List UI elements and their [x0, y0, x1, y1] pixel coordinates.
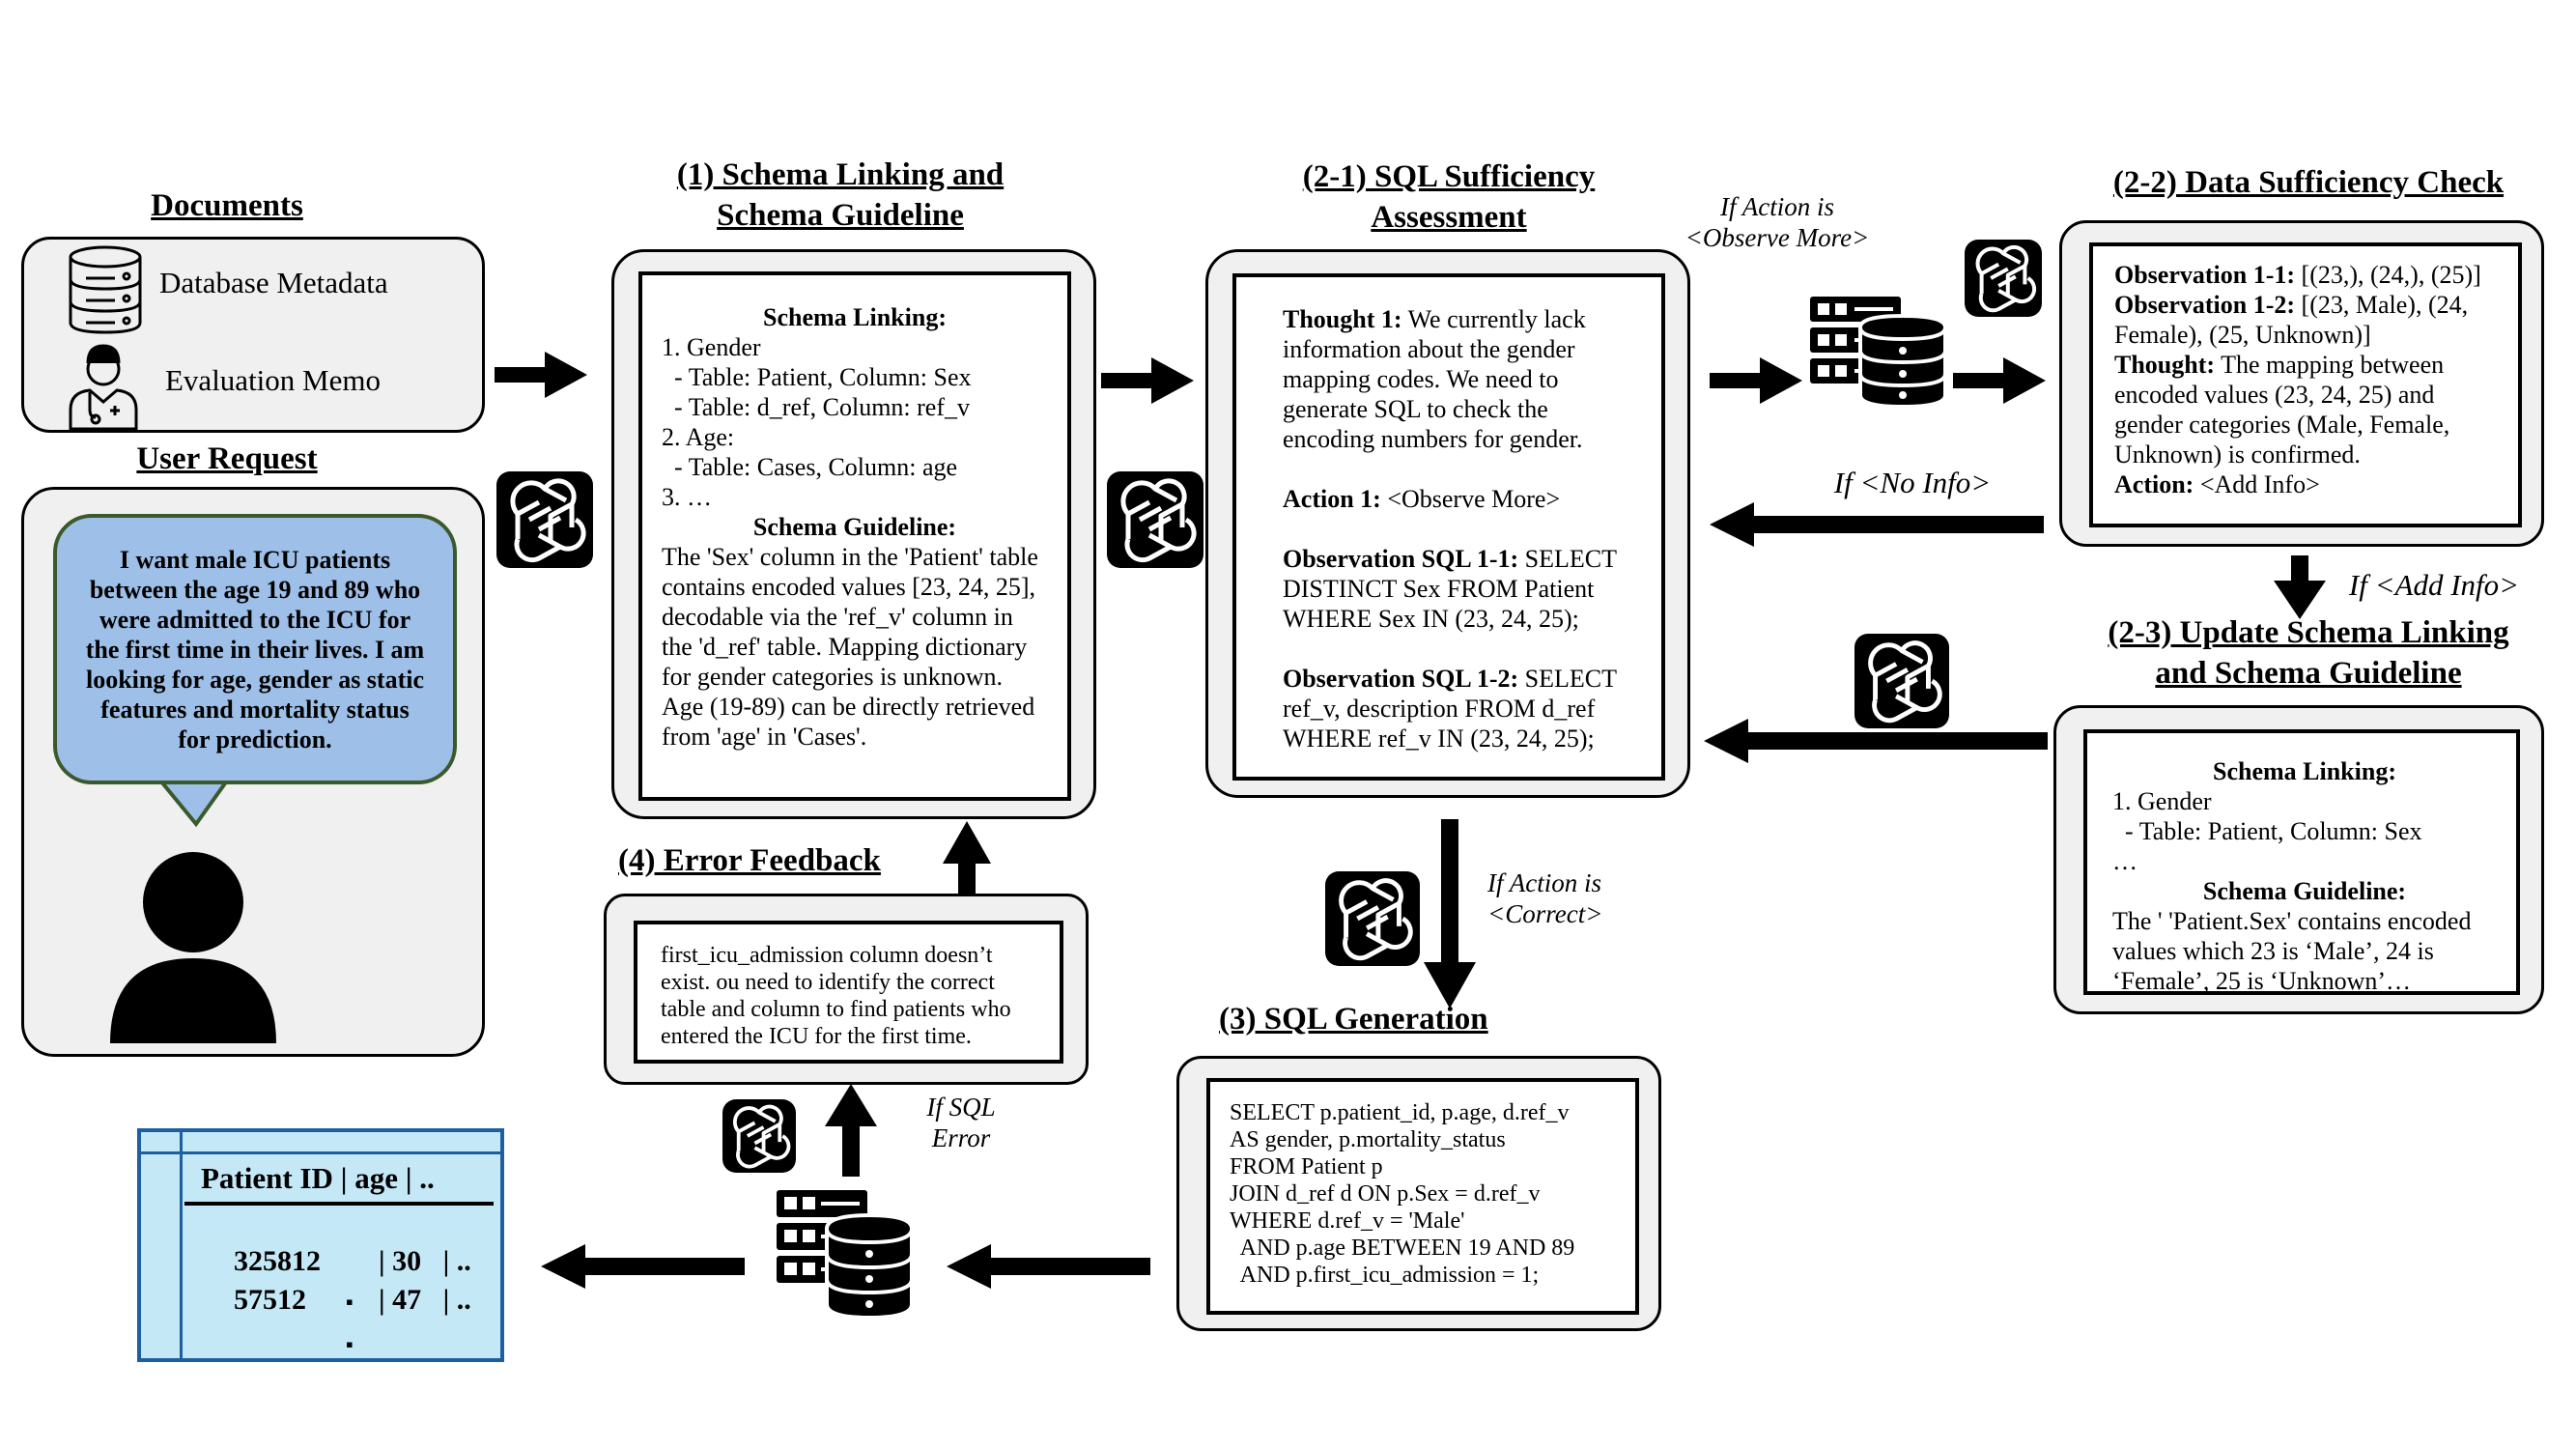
update-panel: Schema Linking: 1. Gender - Table: Patie…	[2053, 705, 2544, 1014]
sufficiency-box: Thought 1: We currently lack information…	[1232, 273, 1665, 781]
add-info-label: If <Add Info>	[2348, 568, 2520, 602]
guideline-text: The ' 'Patient.Sex' contains encoded val…	[2112, 907, 2472, 995]
openai-logo-icon	[1325, 871, 1420, 966]
guideline-heading: Schema Guideline:	[2202, 877, 2407, 905]
sql-line: SELECT p.patient_id, p.age, d.ref_v	[1230, 1100, 1570, 1125]
no-info-label: If <No Info>	[1833, 466, 1992, 499]
documents-title: Documents	[151, 188, 303, 223]
row-id: 325812	[234, 1245, 321, 1277]
arrow-db-to-error	[825, 1084, 877, 1177]
update-title: (2-3) Update Schema Linking and Schema G…	[2108, 615, 2509, 691]
schema-linking-box: Schema Linking: 1. Gender - Table: Patie…	[638, 271, 1071, 801]
result-table: Patient ID | age | .. 325812 | 30 | .. 57…	[137, 1128, 504, 1362]
person-icon	[110, 852, 276, 1043]
linking-heading: Schema Linking:	[763, 303, 947, 331]
linking-line: - Table: Patient, Column: Sex	[662, 363, 972, 391]
sql-line: FROM Patient p	[1230, 1154, 1383, 1179]
sql-line: WHERE d.ref_v = 'Male'	[1230, 1208, 1465, 1234]
user-request-title: User Request	[136, 441, 318, 476]
action-entry: Action: <Add Info>	[2114, 470, 2320, 498]
server-database-icon	[777, 1190, 914, 1321]
database-metadata-label: Database Metadata	[159, 266, 388, 299]
request-text: I want male ICU patients between the age…	[85, 545, 425, 753]
error-feedback-text: first_icu_admission column doesn’t exist…	[661, 943, 1011, 1049]
arrow-documents-to-linking	[495, 352, 587, 398]
linking-line: 1. Gender	[662, 333, 761, 361]
doctor-icon	[69, 344, 138, 431]
error-feedback-box: first_icu_admission column doesn’t exist…	[634, 921, 1063, 1064]
thought-entry: Thought 1: We currently lack information…	[1283, 305, 1586, 453]
sql-line: AS gender, p.mortality_status	[1230, 1127, 1506, 1152]
sufficiency-panel: Thought 1: We currently lack information…	[1205, 249, 1690, 798]
arrow-update-to-sufficiency	[1704, 719, 2048, 763]
schema-linking-panel: Schema Linking: 1. Gender - Table: Patie…	[611, 249, 1096, 819]
arrow-sufficiency-to-db	[1710, 357, 1802, 404]
data-check-box: Observation 1-1: [(23,), (24,), (25)] Ob…	[2089, 242, 2522, 527]
table-row: 57512 | 47 | ..	[205, 1242, 471, 1358]
arrow-sql-to-db	[947, 1244, 1150, 1289]
openai-logo-icon	[496, 471, 593, 568]
data-check-title: (2-2) Data Sufficiency Check	[2112, 165, 2505, 200]
data-check-panel: Observation 1-1: [(23,), (24,), (25)] Ob…	[2059, 220, 2544, 547]
sql-generation-box: SELECT p.patient_id, p.age, d.ref_v AS g…	[1206, 1078, 1639, 1315]
observation-sql-entry: Observation SQL 1-2: SELECT ref_v, descr…	[1283, 665, 1617, 753]
linking-heading: Schema Linking:	[2213, 757, 2396, 785]
documents-panel: Database Metadata Evaluation Memo	[21, 237, 485, 433]
observation-entry: Observation 1-2: [(23, Male), (24, Femal…	[2114, 291, 2469, 349]
sql-generation-panel: SELECT p.patient_id, p.age, d.ref_v AS g…	[1176, 1056, 1661, 1331]
observe-more-label: If Action is <Observe More>	[1684, 192, 1870, 252]
arrow-db-to-result	[541, 1244, 745, 1289]
guideline-text: The 'Sex' column in the 'Patient' table …	[662, 543, 1038, 751]
arrow-no-info	[1710, 502, 2044, 547]
request-bubble: I want male ICU patients between the age…	[53, 514, 457, 784]
linking-line: - Table: d_ref, Column: ref_v	[662, 393, 971, 421]
error-feedback-title: (4) Error Feedback	[618, 843, 881, 878]
openai-logo-icon	[722, 1099, 796, 1173]
user-request-panel: I want male ICU patients between the age…	[21, 487, 485, 1057]
table-left-column	[180, 1132, 183, 1358]
error-feedback-panel: first_icu_admission column doesn’t exist…	[604, 894, 1089, 1085]
arrow-correct	[1424, 819, 1476, 1009]
linking-line: 1. Gender	[2112, 787, 2212, 815]
schema-linking-title: (1) Schema Linking and Schema Guideline	[676, 157, 1005, 233]
arrow-linking-to-sufficiency	[1101, 357, 1194, 404]
table-top-strip	[141, 1132, 500, 1154]
sql-line: JOIN d_ref d ON p.Sex = d.ref_v	[1230, 1181, 1541, 1207]
ellipsis-dot: ▪	[346, 1290, 354, 1314]
observation-sql-entry: Observation SQL 1-1: SELECT DISTINCT Sex…	[1283, 545, 1617, 633]
arrow-error-to-linking	[943, 821, 991, 895]
sql-line: AND p.age BETWEEN 19 AND 89	[1230, 1236, 1575, 1261]
row-id: 57512	[234, 1284, 306, 1316]
openai-logo-icon	[1107, 471, 1203, 568]
table-header-rule	[184, 1202, 494, 1206]
evaluation-memo-label: Evaluation Memo	[165, 363, 381, 397]
linking-line: - Table: Cases, Column: age	[662, 453, 958, 481]
update-box: Schema Linking: 1. Gender - Table: Patie…	[2083, 729, 2520, 995]
sufficiency-title: (2-1) SQL Sufficiency Assessment	[1302, 159, 1596, 235]
ellipsis-dot: ▪	[346, 1332, 354, 1356]
guideline-heading: Schema Guideline:	[752, 513, 957, 541]
row-rest: | 30 | ..	[379, 1245, 471, 1277]
correct-label: If Action is <Correct>	[1487, 868, 1603, 928]
observation-entry: Observation 1-1: [(23,), (24,), (25)]	[2114, 261, 2481, 289]
linking-line: …	[2112, 847, 2137, 875]
row-rest: | 47 | ..	[379, 1284, 471, 1316]
sql-generation-title: (3) SQL Generation	[1219, 1002, 1488, 1037]
sql-error-label: If SQL Error	[926, 1093, 996, 1152]
arrow-db-to-check	[1953, 357, 2046, 404]
openai-logo-icon	[1854, 634, 1949, 728]
linking-line: 3. …	[662, 483, 712, 511]
thought-entry: Thought: The mapping between encoded val…	[2114, 351, 2450, 469]
linking-line: - Table: Patient, Column: Sex	[2112, 817, 2422, 845]
table-row: 325812 | 30 | ..	[205, 1204, 471, 1320]
table-header: Patient ID | age | ..	[201, 1161, 435, 1195]
server-database-icon	[1810, 297, 1947, 409]
linking-line: 2. Age:	[662, 423, 735, 451]
sql-line: AND p.first_icu_admission = 1;	[1230, 1263, 1540, 1288]
arrow-add-info	[2274, 555, 2326, 619]
action-entry: Action 1: <Observe More>	[1283, 485, 1561, 513]
openai-logo-icon	[1965, 240, 2042, 317]
database-icon	[69, 245, 142, 334]
